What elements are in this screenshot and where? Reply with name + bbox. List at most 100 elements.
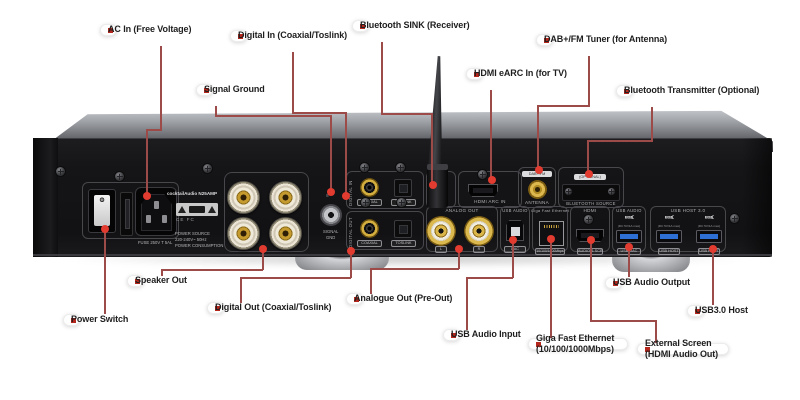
usb-current-text: (DC 5V/1A max) [657,224,681,228]
bullet-icon [645,346,650,352]
leader-line [292,52,294,113]
screw-icon [730,214,739,223]
power-rocker-switch: O I [94,195,110,226]
callout-ac-in: AC In (Free Voltage) [100,24,191,36]
endpoint-dot [259,245,267,253]
screw-icon [397,198,406,207]
leader-line [458,250,460,269]
endpoint-dot [101,225,109,233]
screw-icon [56,167,65,176]
usb-audio-label: USB AUDIO [502,208,528,213]
toslink-out-port [394,220,412,238]
leader-line [550,240,552,338]
endpoint-dot [455,245,463,253]
leader-line [240,277,351,279]
leader-line [215,115,331,117]
speaker-binding-post [227,217,260,250]
fuse-holder [120,192,133,236]
usb-host-label: USB HOST 3.0 [670,208,706,213]
screw-icon [361,198,370,207]
bullet-icon [71,317,76,323]
speaker-out-outline [224,172,309,252]
callout-label: Speaker Out [135,275,187,286]
bullet-icon [613,280,618,286]
usb-text: USB [664,214,674,220]
power-source-line2: 220-240V~ 50Hz [175,237,207,242]
leader-line [431,113,433,183]
signal-gnd-label1: SIGNAL [323,229,339,234]
bt-source-blank-plate [562,184,620,201]
toslink-in-port [394,179,412,197]
screw-icon [608,188,615,195]
usb-audio-label: USB AUDIO [616,208,642,213]
antenna-label: ANTENNA [524,200,550,205]
leader-line [381,113,433,115]
leader-line [104,229,106,314]
speaker-binding-post [269,217,302,250]
callout-label: HDMI eARC In (for TV) [474,68,567,79]
right-channel-tag: R [473,246,485,253]
leader-line [160,46,162,130]
leader-line [628,248,630,277]
usb-text: USB [624,214,634,220]
leader-line [466,278,468,330]
leader-line [161,269,263,271]
callout-label: USB Audio Input [451,329,521,340]
ethernet-label: Giga Fast Ethernet [530,208,570,213]
endpoint-dot [143,192,151,200]
callout-label: Power Switch [71,314,129,325]
bullet-icon [354,296,359,302]
leader-line [537,105,539,168]
endpoint-dot [342,192,350,200]
usb-b-port [506,220,524,241]
callout-signal-ground: Signal Ground [196,84,265,96]
digital-out-label: DIGITAL OUT [348,217,353,248]
screw-icon [360,163,369,172]
endpoint-dot [709,245,717,253]
bullet-icon [204,87,209,93]
screw-icon [396,163,405,172]
signal-gnd-label2: GND [326,235,336,240]
power-source-line3: POWER CONSUMPTION [175,243,224,248]
usb-a-audio-port [616,230,642,243]
callout-label: Digital In (Coaxial/Toslink) [238,30,348,41]
fuse-label: FUSE 250V T 5AL [138,240,173,245]
coaxial-tag: COAXIAL [357,240,382,247]
callout-speaker-out: Speaker Out [127,275,187,287]
leader-line [590,241,592,321]
screw-icon [478,170,487,179]
chassis-bottom-edge [33,254,772,256]
leader-line [588,56,590,106]
hdmi-arc-label: HDMI ARC IN [474,199,506,204]
bt-source-section [558,167,624,208]
analog-out-label: ANALOG OUT [445,208,479,213]
endpoint-dot [429,181,437,189]
warning-sticker [176,203,218,216]
leader-line [370,268,459,270]
callout-external-screen: External Screen (HDMI Audio Out) [637,338,729,359]
screw-icon [565,188,572,195]
endpoint-dot [488,176,496,184]
power-source-line1: POWER SOURCE [175,231,210,236]
callout-label: USB3.0 Host [695,305,748,316]
endpoint-dot [625,243,633,251]
callout-label: Bluetooth Transmitter (Optional) [624,85,760,96]
bullet-icon [474,71,479,77]
screw-icon [584,215,593,224]
callout-label: Signal Ground [204,84,265,95]
usb-host-port-1 [656,230,682,243]
callout-label: AC In (Free Voltage) [108,24,192,35]
usb-b-tag: DAC [504,246,526,253]
callout-label: USB Audio Output [613,277,691,288]
callout-usb3-host: USB3.0 Host [687,305,748,317]
usb-host-section [650,206,726,252]
leader-line [240,278,242,303]
switch-on-mark: I [101,197,103,204]
antenna-tag: DAB+/FM [522,171,552,177]
brand-text: cocktailAudio N25AMP [167,191,218,196]
callout-label: DAB+/FM Tuner (for Antenna) [544,34,668,45]
usb-host-tag: USB HOST [658,248,680,255]
signal-ground-post [320,204,342,226]
callout-dab-fm: DAB+/FM Tuner (for Antenna) [536,34,667,46]
